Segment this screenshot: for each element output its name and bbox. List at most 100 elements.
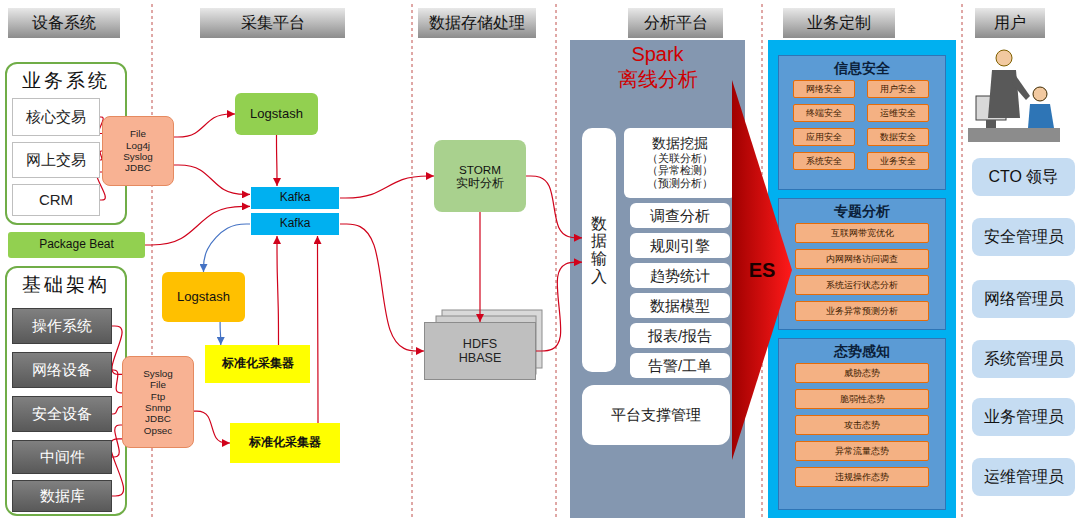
users-illustration bbox=[968, 50, 1060, 142]
business-panel-ground bbox=[768, 40, 956, 518]
label-text: 网上交易 bbox=[26, 151, 86, 168]
logstash-box: Logstash bbox=[235, 93, 318, 135]
protocol-tag: File Log4j Syslog JDBC bbox=[102, 116, 174, 186]
woman-body bbox=[1028, 104, 1054, 128]
label-text: 业务安全 bbox=[880, 156, 916, 166]
infra-item: 网络设备 bbox=[12, 352, 112, 388]
function-box: 数据挖掘（关联分析） （异常检测） （预测分析） bbox=[624, 128, 736, 198]
collector-box: 标准化采集器 bbox=[205, 345, 310, 383]
flow-connector bbox=[220, 322, 222, 345]
platform-box: 平台支撑管理 bbox=[582, 385, 730, 445]
label-text: 违规操作态势 bbox=[835, 472, 889, 482]
label-text: 规则引擎 bbox=[650, 237, 710, 254]
label-text: Package Beat bbox=[39, 238, 114, 252]
label-text: 业务异常预测分析 bbox=[826, 306, 898, 316]
label-text: 系统运行状态分析 bbox=[826, 280, 898, 290]
label-text: 标准化采集器 bbox=[222, 357, 294, 371]
label-text: 安全设备 bbox=[32, 405, 92, 422]
label-text: 数据存储处理 bbox=[429, 14, 525, 32]
logstash-box: Logstash bbox=[162, 272, 245, 322]
storage-box: HDFS HBASE bbox=[424, 322, 536, 380]
separator-line bbox=[556, 4, 557, 518]
column-header: 用户 bbox=[975, 8, 1045, 38]
business-panel: 信息安全网络安全用户安全终端安全运维安全应用安全数据安全系统安全业务安全 bbox=[778, 55, 946, 190]
label-text: 异常流量态势 bbox=[835, 446, 889, 456]
label-text: 设备系统 bbox=[32, 14, 96, 32]
storm-box: STORM 实时分析 bbox=[434, 140, 526, 212]
function-box: 告警/工单 bbox=[630, 353, 730, 378]
label-text: 网络安全 bbox=[806, 84, 842, 94]
label-text: 应用安全 bbox=[806, 132, 842, 142]
agent-box: Package Beat bbox=[8, 232, 145, 258]
flow-connector bbox=[112, 326, 122, 374]
label-text: （关联分析） （异常检测） （预测分析） bbox=[624, 152, 736, 190]
function-box: 报表/报告 bbox=[630, 323, 730, 348]
flow-connector bbox=[110, 439, 123, 496]
man-body bbox=[988, 70, 1020, 118]
label-text: 系统安全 bbox=[806, 156, 842, 166]
label-text: Kafka bbox=[280, 217, 311, 231]
business-item: 违规操作态势 bbox=[795, 467, 929, 487]
label-text: 专题分析 bbox=[779, 203, 945, 219]
label-text: 业务定制 bbox=[807, 14, 871, 32]
flow-connector bbox=[174, 114, 235, 137]
label-text: 态势感知 bbox=[779, 343, 945, 359]
user-role: CTO 领导 bbox=[972, 158, 1075, 196]
system-group: 基础架构操作系统网络设备安全设备中间件数据库 bbox=[5, 266, 127, 516]
label-text: CTO 领导 bbox=[989, 168, 1059, 186]
infra-item: 数据库 bbox=[12, 480, 112, 512]
label-text: 标准化采集器 bbox=[249, 436, 321, 450]
label-text: 终端安全 bbox=[806, 108, 842, 118]
system-item: CRM bbox=[12, 184, 100, 216]
column-header: 数据存储处理 bbox=[418, 8, 536, 38]
label-text: 业务系统 bbox=[7, 70, 125, 92]
label-text: 趋势统计 bbox=[650, 267, 710, 284]
label-text: 基础架构 bbox=[7, 274, 125, 296]
input-box: 数据输入 bbox=[582, 128, 616, 372]
business-item: 脆弱性态势 bbox=[795, 389, 929, 409]
label-text: HDFS HBASE bbox=[425, 337, 535, 366]
column-header: 采集平台 bbox=[200, 8, 345, 38]
label-text: ES bbox=[749, 259, 776, 282]
flow-connector bbox=[174, 165, 250, 194]
separator-line bbox=[962, 4, 963, 518]
label-text: 业务管理员 bbox=[984, 408, 1064, 426]
flow-connector bbox=[277, 236, 279, 345]
business-item: 网络安全 bbox=[793, 80, 855, 98]
business-item: 攻击态势 bbox=[795, 415, 929, 435]
spark-panel-ground bbox=[570, 40, 745, 518]
label-text: 报表/报告 bbox=[648, 327, 712, 344]
flow-connector bbox=[276, 135, 278, 186]
business-item: 内网网络访问调查 bbox=[795, 249, 929, 269]
flow-connector bbox=[340, 224, 424, 351]
label-text: 告警/工单 bbox=[648, 357, 712, 374]
label-text: Logstash bbox=[177, 290, 230, 305]
label-text: CRM bbox=[39, 191, 73, 208]
business-item: 系统运行状态分析 bbox=[795, 275, 929, 295]
flow-connector bbox=[194, 411, 230, 443]
infra-item: 中间件 bbox=[12, 440, 112, 474]
column-separators bbox=[152, 4, 962, 518]
label-text: 采集平台 bbox=[241, 14, 305, 32]
function-box: 数据模型 bbox=[630, 293, 730, 318]
business-panel: 态势感知威胁态势脆弱性态势攻击态势异常流量态势违规操作态势 bbox=[778, 338, 946, 510]
user-role: 系统管理员 bbox=[972, 340, 1075, 378]
analysis-panel: Spark离线分析数据输入数据挖掘（关联分析） （异常检测） （预测分析）调查分… bbox=[570, 40, 745, 518]
function-box: 调查分析 bbox=[630, 203, 730, 228]
flow-connector bbox=[526, 176, 582, 238]
business-item: 异常流量态势 bbox=[795, 441, 929, 461]
label-text: 网络管理员 bbox=[984, 290, 1064, 308]
label-text: 安全管理员 bbox=[984, 228, 1064, 246]
label-text: 核心交易 bbox=[26, 108, 86, 125]
flow-connector bbox=[536, 262, 582, 351]
es-arrow: ES bbox=[732, 80, 792, 460]
flow-connector bbox=[204, 224, 251, 272]
function-box: 趋势统计 bbox=[630, 263, 730, 288]
function-box: 规则引擎 bbox=[630, 233, 730, 258]
label-text: 分析平台 bbox=[644, 14, 708, 32]
label-text: 用户 bbox=[994, 14, 1026, 32]
protocol-tag: Syslog File Ftp Snmp JDBC Opsec bbox=[122, 356, 194, 448]
flow-connector bbox=[317, 236, 319, 423]
column-header: 业务定制 bbox=[783, 8, 895, 38]
label-text: 数据模型 bbox=[650, 297, 710, 314]
